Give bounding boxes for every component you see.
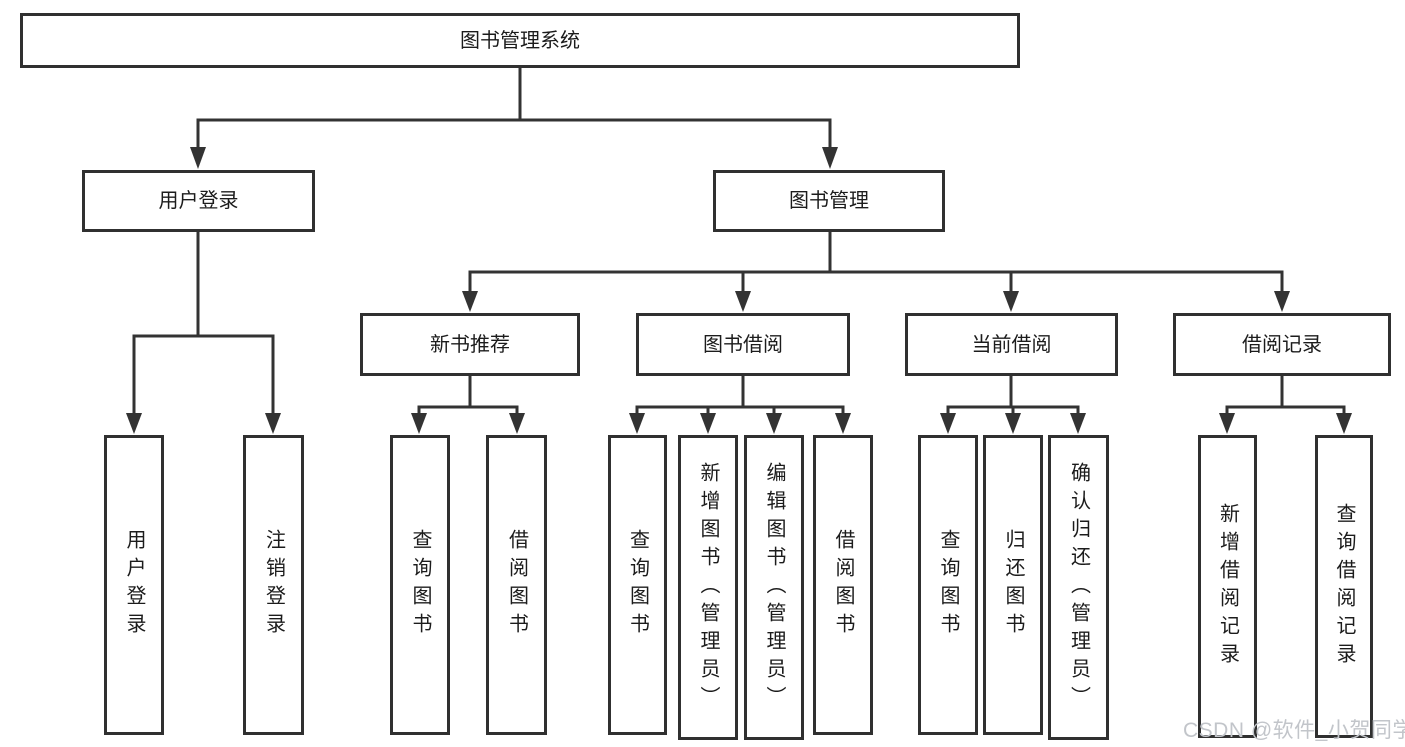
- node-current-borrow: 当前借阅: [905, 313, 1118, 376]
- connector-new-book-recommend-children: [411, 376, 525, 434]
- leaf-user-login: 用户登录: [104, 435, 164, 735]
- connector-borrow-records-children: [1219, 376, 1352, 434]
- connector-root-to-level2: [190, 66, 838, 169]
- node-library-system: 图书管理系统: [20, 13, 1020, 68]
- node-new-book-recommend: 新书推荐: [360, 313, 580, 376]
- node-borrow-records: 借阅记录: [1173, 313, 1391, 376]
- connector-book-management-children: [462, 232, 1290, 312]
- watermark-text: CSDN @软件_小贺同学: [1183, 719, 1405, 742]
- leaf-edit-book-admin: 编辑图书（管理员）: [744, 435, 804, 740]
- leaf-return-book: 归还图书: [983, 435, 1043, 735]
- node-user-login: 用户登录: [82, 170, 315, 232]
- connector-book-borrow-children: [629, 376, 851, 434]
- node-book-management: 图书管理: [713, 170, 945, 232]
- leaf-confirm-return-admin: 确认归还（管理员）: [1048, 435, 1109, 740]
- leaf-query-borrow-record: 查询借阅记录: [1315, 435, 1373, 738]
- leaf-logout: 注销登录: [243, 435, 304, 735]
- leaf-add-book-admin: 新增图书（管理员）: [678, 435, 738, 740]
- node-book-borrow: 图书借阅: [636, 313, 850, 376]
- leaf-query-books-recommend: 查询图书: [390, 435, 450, 735]
- leaf-query-books-current: 查询图书: [918, 435, 978, 735]
- leaf-borrow-books: 借阅图书: [813, 435, 873, 735]
- connector-current-borrow-children: [940, 376, 1086, 434]
- connector-user-login-children: [126, 232, 281, 434]
- leaf-borrow-books-recommend: 借阅图书: [486, 435, 547, 735]
- leaf-query-books-borrow: 查询图书: [608, 435, 667, 735]
- leaf-add-borrow-record: 新增借阅记录: [1198, 435, 1257, 738]
